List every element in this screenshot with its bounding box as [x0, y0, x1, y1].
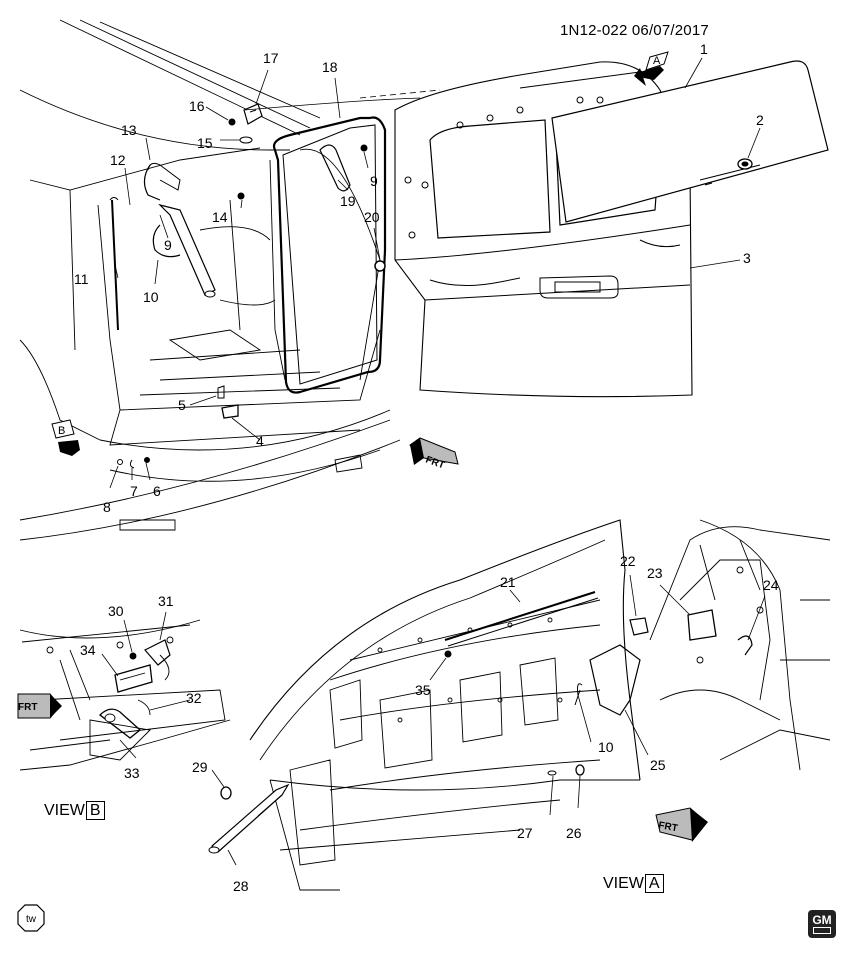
callout-6: 6 — [153, 483, 161, 499]
liftgate-window — [551, 60, 829, 223]
callout-labels: 1 2 3 4 5 6 7 8 9 9 10 10 11 12 13 14 15… — [74, 41, 779, 894]
callout-30: 30 — [108, 603, 124, 619]
view-b-text: VIEW — [44, 802, 85, 819]
callout-34: 34 — [80, 642, 96, 658]
callout-5: 5 — [178, 397, 186, 413]
callout-32: 32 — [186, 690, 202, 706]
callout-35: 35 — [415, 682, 431, 698]
callout-21: 21 — [500, 574, 516, 590]
callout-2: 2 — [756, 112, 764, 128]
callout-8: 8 — [103, 499, 111, 515]
callout-12: 12 — [110, 152, 126, 168]
callout-26: 26 — [566, 825, 582, 841]
callout-29: 29 — [192, 759, 208, 775]
gas-strut-lower — [208, 783, 290, 854]
frt-arrow-view-a: FRT — [655, 807, 708, 842]
arrow-a-letter: A — [653, 55, 661, 67]
frt-arrow-view-b: FRT — [17, 693, 62, 719]
callout-20: 20 — [364, 209, 380, 225]
view-a-letter: A — [644, 874, 664, 893]
callout-24: 24 — [763, 577, 779, 593]
diagram-header: 1N12-022 06/07/2017 — [560, 22, 709, 39]
callout-23: 23 — [647, 565, 663, 581]
hinge — [243, 103, 263, 125]
callout-11: 11 — [74, 271, 89, 287]
vehicle-body-upper — [19, 19, 401, 541]
callout-13: 13 — [121, 122, 137, 138]
callout-28: 28 — [233, 878, 249, 894]
weatherstrip — [272, 116, 387, 394]
callout-10b: 10 — [598, 739, 614, 755]
view-a-detail — [249, 519, 831, 891]
callout-18: 18 — [322, 59, 338, 75]
view-b-detail — [19, 619, 231, 771]
callout-27: 27 — [517, 825, 533, 841]
tw-badge-icon: tw — [17, 904, 45, 932]
gas-strut-upper — [147, 162, 216, 298]
harness-24 — [737, 635, 753, 656]
frt-label-a: FRT — [657, 820, 678, 834]
control-module — [687, 609, 717, 641]
leader-lines — [101, 57, 766, 866]
callout-22: 22 — [620, 553, 636, 569]
striker — [221, 404, 239, 419]
callout-9a: 9 — [164, 237, 172, 253]
view-b-letter: B — [85, 801, 105, 820]
grommet — [737, 158, 753, 170]
wire-harness — [143, 164, 181, 258]
callout-31: 31 — [158, 593, 174, 609]
view-a-arrow: A — [634, 51, 669, 86]
callout-33: 33 — [124, 765, 140, 781]
arrow-b-letter: B — [58, 425, 65, 437]
gm-logo: GM — [808, 910, 836, 938]
callout-1: 1 — [700, 41, 708, 57]
callout-19: 19 — [340, 193, 356, 209]
channel-strip — [444, 591, 596, 641]
callout-14: 14 — [212, 209, 228, 225]
frt-label-b: FRT — [18, 702, 37, 713]
diagram-id: 1N12-022 — [560, 22, 628, 39]
callout-3: 3 — [743, 250, 751, 266]
callout-7: 7 — [130, 483, 138, 499]
view-b-arrow: B — [51, 419, 80, 456]
diagram-date: 06/07/2017 — [631, 22, 709, 39]
callout-9b: 9 — [370, 173, 378, 189]
callout-25: 25 — [650, 757, 666, 773]
cover-panel — [589, 644, 641, 716]
gm-logo-text: GM — [812, 912, 832, 927]
callout-4: 4 — [256, 433, 264, 449]
callout-10a: 10 — [143, 289, 159, 305]
tw-text: tw — [26, 914, 37, 925]
callout-17: 17 — [263, 50, 279, 66]
sensor — [629, 617, 649, 636]
callout-15: 15 — [197, 135, 213, 151]
bracket — [319, 144, 351, 192]
frt-arrow-upper: FRT — [409, 437, 459, 471]
callout-16: 16 — [189, 98, 205, 114]
view-a-text: VIEW — [603, 875, 644, 892]
gm-logo-underline — [813, 926, 831, 934]
